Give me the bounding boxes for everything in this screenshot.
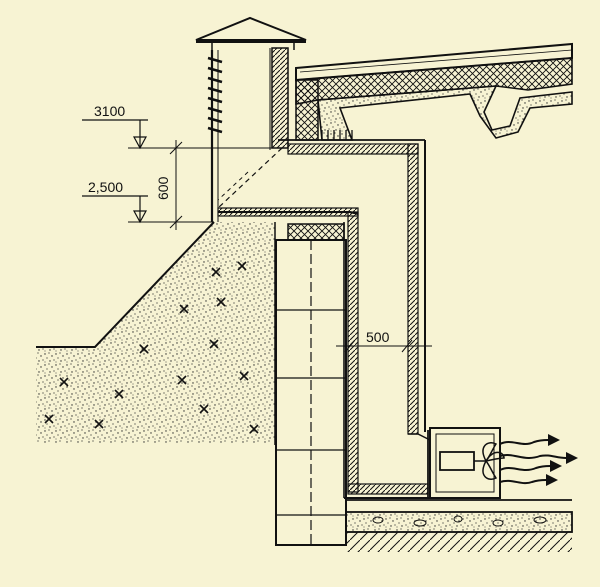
horizontal-duct	[217, 139, 431, 499]
duct-width-label: 500	[366, 329, 390, 345]
level-marker-lower: 2,500	[82, 179, 148, 224]
concrete-roof-slab	[295, 42, 573, 141]
wall-lintel	[287, 223, 345, 241]
duct-width-dimension	[336, 339, 432, 353]
soil-cross-marks	[44, 261, 259, 434]
fan-blades	[482, 442, 505, 480]
height-dimension-label: 600	[155, 176, 171, 200]
level-marker-upper: 3100	[82, 103, 148, 150]
earth-embankment	[36, 221, 276, 445]
fan-motor	[439, 451, 475, 471]
ventilation-cap	[195, 16, 307, 50]
level-upper-label: 3100	[94, 103, 125, 119]
floor-slab	[345, 499, 573, 552]
block-wall	[275, 239, 347, 546]
height-dimension	[128, 140, 288, 230]
level-lower-label: 2,500	[88, 179, 123, 195]
exhaust-fan	[429, 427, 505, 499]
airflow-arrows	[499, 434, 578, 486]
vertical-air-shaft	[207, 47, 289, 222]
